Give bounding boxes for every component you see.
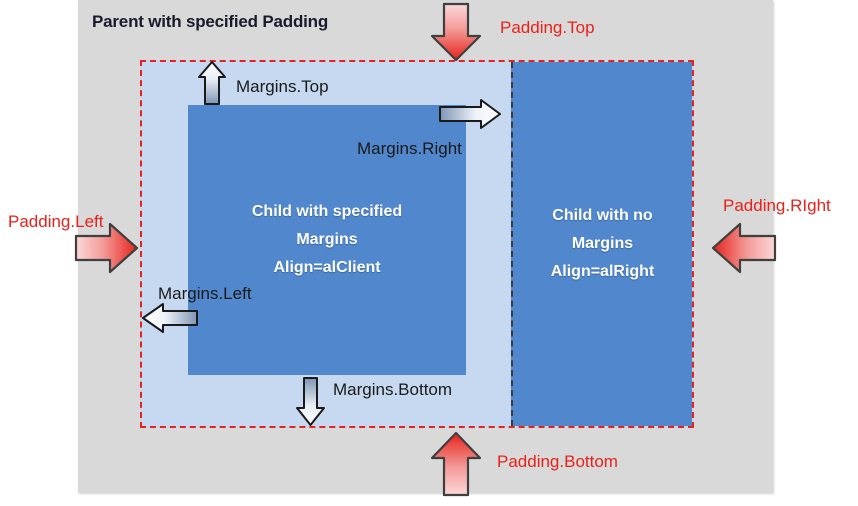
padding-left-label: Padding.Left: [8, 212, 104, 231]
margins-bottom-label: Margins.Bottom: [333, 380, 453, 399]
margins-left-label: Margins.Left: [158, 284, 252, 303]
padding-right-label: Padding.RIght: [723, 196, 831, 215]
padding-top-label: Padding.Top: [500, 18, 595, 37]
parent-title: Parent with specified Padding: [92, 12, 329, 31]
child-client-line-2: Margins: [296, 231, 358, 248]
margins-top-label: Margins.Top: [236, 77, 329, 96]
margins-right-label: Margins.Right: [357, 139, 462, 158]
child-right-line-2: Margins: [571, 235, 634, 252]
padding-bottom-label: Padding.Bottom: [497, 452, 618, 471]
child-client-line-1: Child with specified: [251, 203, 403, 220]
child-right-line-3: Align=alRight: [550, 263, 655, 280]
child-client-line-3: Align=alClient: [273, 259, 381, 276]
child-align-client: Child with specified Margins Align=alCli…: [188, 105, 466, 375]
child-align-right: Child with no Margins Align=alRight: [511, 62, 692, 426]
child-right-line-1: Child with no: [552, 207, 653, 224]
